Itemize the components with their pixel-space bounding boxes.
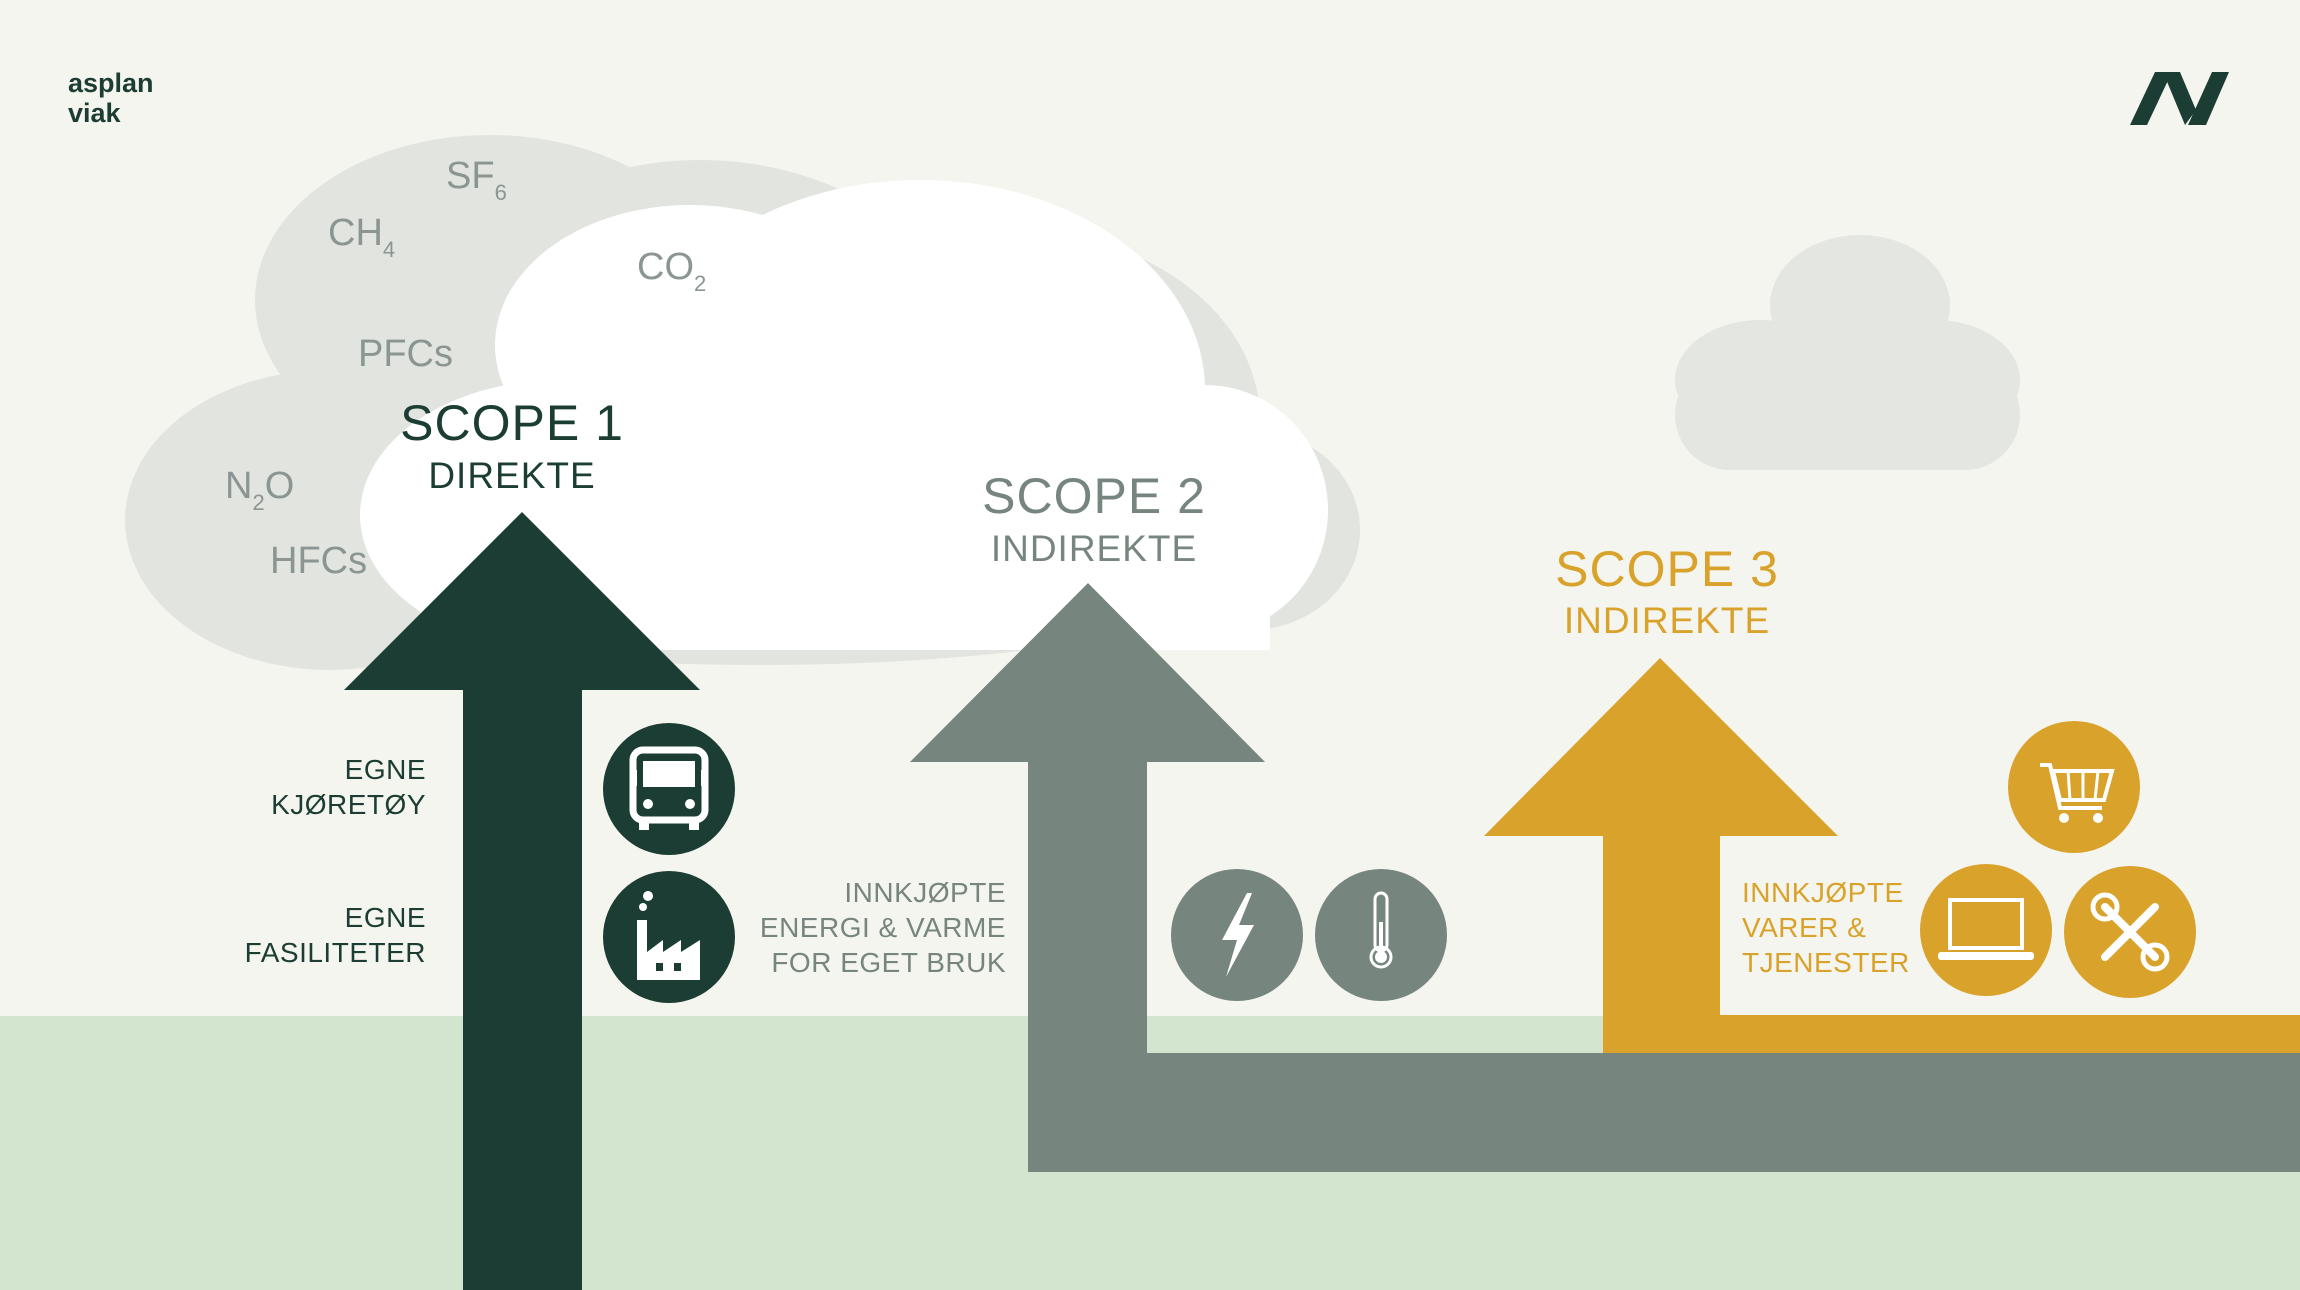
brand-line2: viak: [68, 98, 121, 128]
scope2-title: SCOPE 2: [982, 468, 1206, 524]
scope2-subtitle: INDIREKTE: [990, 528, 1198, 569]
thermometer-icon: [1315, 869, 1447, 1001]
small-cloud: [1675, 235, 2020, 470]
scope1-title: SCOPE 1: [400, 395, 624, 451]
gas-pfcs: PFCs: [358, 333, 453, 375]
scope3-title: SCOPE 3: [1555, 541, 1779, 597]
gas-n2o: N2O: [225, 465, 295, 515]
tools-icon: [2064, 866, 2196, 998]
gas-ch4: CH4: [328, 212, 396, 262]
gas-co2: CO2: [637, 246, 707, 296]
scope1-label-vehicles: EGNE KJØRETØY: [271, 754, 426, 820]
gas-sf6: SF6: [446, 155, 507, 205]
scope3-arrow: [1484, 658, 2300, 1053]
scope3-subtitle: INDIREKTE: [1563, 600, 1771, 641]
scope3-label: INNKJØPTE VARER & TJENESTER: [1742, 877, 1910, 978]
scope2-arrow: [910, 583, 2300, 1172]
scope1-label-facilities: EGNE FASILITETER: [244, 902, 426, 968]
av-logo-icon: [2130, 72, 2229, 125]
gas-hfcs: HFCs: [270, 540, 368, 582]
bus-icon: [603, 723, 735, 855]
scope1-subtitle: DIREKTE: [428, 455, 596, 496]
shopping-cart-icon: [2008, 721, 2140, 853]
factory-icon: [603, 871, 735, 1003]
scope2-label: INNKJØPTE ENERGI & VARME FOR EGET BRUK: [759, 877, 1006, 978]
brand-line1: asplan: [68, 68, 154, 98]
lightning-icon: [1171, 869, 1303, 1001]
scope1-arrow: [344, 512, 700, 1290]
laptop-icon: [1920, 864, 2052, 996]
